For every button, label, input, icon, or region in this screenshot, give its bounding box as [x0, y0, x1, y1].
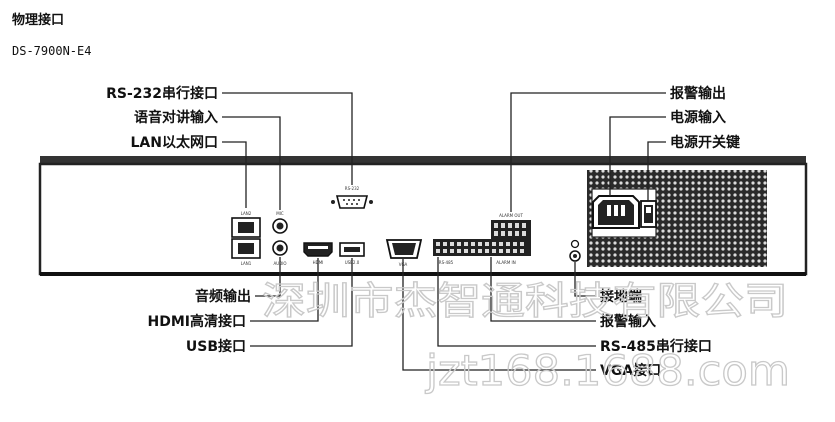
label-ground: 接地端 — [600, 288, 642, 305]
label-alarm-out: 报警输出 — [670, 85, 726, 102]
label-power-switch: 电源开关键 — [670, 134, 741, 151]
label-vga: VGA接口 — [600, 362, 661, 379]
leader-rs232 — [222, 92, 353, 185]
leader-lines — [222, 92, 666, 371]
label-audio-talk-in: 语音对讲输入 — [134, 109, 218, 126]
leader-alarm-in — [490, 257, 596, 322]
label-usb: USB接口 — [186, 338, 246, 355]
ground-terminal — [569, 239, 581, 262]
leader-vga — [402, 259, 596, 371]
leader-hdmi — [250, 258, 319, 322]
label-power-in: 电源输入 — [670, 109, 726, 126]
vga-port: VGA — [385, 239, 423, 267]
watermark-company: 深圳市杰智通科技有限公司 — [262, 279, 788, 323]
label-lan: LAN以太网口 — [131, 134, 218, 151]
alarm-in-silkscreen: ALARM IN — [496, 260, 515, 265]
leader-audio-out — [255, 257, 281, 297]
rs485-silkscreen: RS-485 — [439, 260, 454, 265]
rs232-port: RS-232 — [331, 186, 373, 209]
alarm-out-terminal-block: ALARM OUT — [491, 213, 531, 239]
alarm-out-silkscreen: ALARM OUT — [499, 213, 523, 218]
section-title: 物理接口 — [12, 13, 65, 28]
power-switch — [640, 200, 657, 228]
leader-usb — [250, 258, 353, 347]
lan-ports: LAN2 LAN1 — [231, 211, 261, 266]
watermark-url: jzt168.1688.com — [425, 346, 790, 395]
leader-ground — [574, 262, 596, 297]
power-inlet — [592, 195, 640, 229]
label-hdmi: HDMI高清接口 — [148, 313, 246, 330]
label-alarm-in: 报警输入 — [600, 313, 656, 330]
leader-rs485 — [437, 257, 596, 347]
leader-lan — [222, 141, 247, 208]
lan1-silkscreen: LAN1 — [241, 261, 252, 266]
label-rs485: RS-485串行接口 — [600, 338, 712, 355]
alarm-in-terminal-block: RS-485 ALARM IN — [433, 239, 531, 265]
label-rs232: RS-232串行接口 — [106, 85, 218, 102]
model-number: DS-7900N-E4 — [12, 44, 92, 58]
leader-talk-in — [222, 116, 281, 210]
leader-power-switch — [647, 141, 666, 201]
lan2-silkscreen: LAN2 — [241, 211, 252, 216]
rs232-silkscreen: RS-232 — [345, 186, 360, 191]
label-audio-out: 音频输出 — [195, 288, 251, 305]
leader-power-in — [609, 116, 666, 196]
leader-alarm-out — [510, 92, 666, 212]
mic-silkscreen: MIC — [276, 211, 284, 216]
